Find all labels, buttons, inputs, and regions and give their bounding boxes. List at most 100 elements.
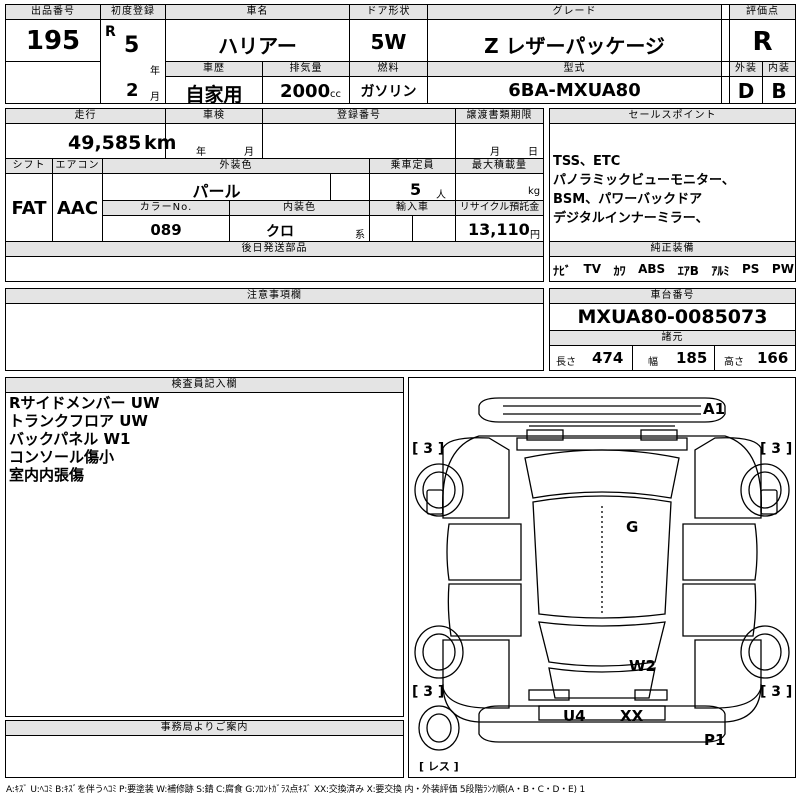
spare-tire-status: [ レス ] bbox=[419, 760, 459, 773]
sales-lines: TSS、ETC パノラミックビューモニター、 BSM、パワーバックドア デジタル… bbox=[553, 152, 793, 228]
equipment-label: 純正装備 bbox=[550, 242, 795, 256]
inspector-label: 検査員記入欄 bbox=[6, 378, 403, 392]
door-label: ドア形状 bbox=[350, 5, 427, 19]
ac-value: AAC bbox=[56, 198, 99, 219]
interior-label: 内装 bbox=[763, 62, 795, 76]
ext-color-value: パール bbox=[192, 182, 241, 201]
displacement: 2000 bbox=[280, 81, 331, 102]
chassis-number: MXUA80-0085073 bbox=[577, 306, 768, 328]
inspector-note: バックパネル W1 bbox=[9, 430, 131, 448]
year-unit: 年 bbox=[150, 66, 160, 77]
name-label: 車名 bbox=[166, 5, 349, 19]
mark-front-bumper: A1 bbox=[703, 400, 726, 418]
damage-legend: A:ｷｽﾞ U:ﾍｺﾐ B:ｷｽﾞを伴うﾍｺﾐ P:要塗装 W:補修跡 S:錆 … bbox=[6, 785, 585, 795]
length-label: 長さ bbox=[556, 357, 576, 368]
info-block bbox=[5, 108, 544, 282]
equip-abs: ABS bbox=[638, 262, 666, 276]
inspection-year-unit: 年 bbox=[196, 147, 206, 158]
width-value: 185 bbox=[676, 349, 708, 367]
inspection-label: 車検 bbox=[166, 109, 262, 123]
car-name: ハリアー bbox=[218, 34, 297, 58]
int-color-value: クロ bbox=[266, 224, 294, 240]
capacity-label: 乗車定員 bbox=[370, 159, 455, 173]
lot-number: 195 bbox=[25, 26, 81, 56]
equip-navi: ﾅﾋﾞ bbox=[553, 264, 572, 278]
length-value: 474 bbox=[592, 349, 624, 367]
int-color-label: 内装色 bbox=[230, 201, 369, 215]
capacity-unit: 人 bbox=[436, 190, 446, 201]
equip-airbag: ｴｱB bbox=[677, 264, 699, 278]
inspection-month-unit: 月 bbox=[244, 147, 254, 158]
mileage-value: 49,585 bbox=[68, 132, 142, 154]
chassis-block bbox=[549, 288, 796, 371]
office-label: 事務局よりご案内 bbox=[6, 721, 403, 735]
office-block bbox=[5, 720, 404, 778]
ac-label: エアコン bbox=[53, 159, 102, 173]
diagram-block bbox=[408, 377, 796, 778]
mark-trunk-xx: XX bbox=[620, 707, 644, 725]
capacity-value: 5 bbox=[410, 180, 422, 199]
recycle-value: 13,110 bbox=[468, 220, 530, 239]
score-label: 評価点 bbox=[730, 5, 795, 19]
mark-rear-glass: W2 bbox=[629, 657, 656, 675]
caution-label: 注意事項欄 bbox=[6, 289, 543, 303]
tire-rear-left: [ 3 ] bbox=[412, 684, 445, 700]
first-reg-label: 初度登録 bbox=[101, 5, 165, 19]
caution-block bbox=[5, 288, 544, 371]
inspector-note: Rサイドメンバー UW bbox=[9, 394, 160, 412]
sales-line: BSM、パワーバックドア bbox=[553, 192, 703, 207]
door-type: 5W bbox=[370, 30, 407, 54]
max-load-unit: kg bbox=[528, 186, 541, 197]
mark-rear-bumper: P1 bbox=[704, 731, 726, 749]
mark-trunk-u4: U4 bbox=[563, 707, 586, 725]
import-label: 輸入車 bbox=[370, 201, 455, 215]
inspector-notes: Rサイドメンバー UW トランクフロア UW バックパネル W1 コンソール傷小… bbox=[9, 394, 160, 484]
recycle-unit: 円 bbox=[530, 230, 540, 241]
equip-pw: PW bbox=[771, 262, 794, 276]
sales-line: パノラミックビューモニター、 bbox=[553, 173, 735, 188]
inspector-note: コンソール傷小 bbox=[9, 448, 115, 466]
plate-label: 登録番号 bbox=[263, 109, 455, 123]
shift-label: シフト bbox=[6, 159, 52, 173]
equip-leather: ｶﾜ bbox=[613, 264, 626, 278]
ext-color-label: 外装色 bbox=[103, 159, 369, 173]
car-history: 自家用 bbox=[185, 84, 243, 106]
sales-block bbox=[549, 108, 796, 282]
int-color-unit: 系 bbox=[355, 230, 365, 241]
transfer-label: 譲渡書類期限 bbox=[456, 109, 543, 123]
shift-value: FAT bbox=[11, 198, 47, 219]
recycle-label: リサイクル預託金 bbox=[456, 201, 543, 215]
lot-label: 出品番号 bbox=[6, 5, 100, 19]
score: R bbox=[752, 27, 773, 57]
car-diagram bbox=[414, 397, 790, 751]
reg-month: 2 bbox=[126, 80, 139, 101]
sales-line: デジタルインナーミラー、 bbox=[553, 211, 709, 226]
interior-grade: B bbox=[771, 79, 787, 103]
history-label: 車歴 bbox=[166, 62, 262, 76]
reg-year: 5 bbox=[124, 33, 140, 58]
inspector-block bbox=[5, 377, 404, 717]
fuel: ガソリン bbox=[360, 84, 417, 100]
mileage-label: 走行 bbox=[6, 109, 165, 123]
month-unit: 月 bbox=[150, 92, 160, 103]
equip-ps: PS bbox=[741, 262, 760, 276]
specs-label: 諸元 bbox=[550, 331, 795, 345]
exterior-grade: D bbox=[737, 79, 755, 103]
tire-front-right: [ 3 ] bbox=[760, 441, 793, 457]
parts-label: 後日発送部品 bbox=[6, 242, 543, 256]
era-mark: R bbox=[105, 24, 116, 40]
mark-roof: G bbox=[626, 518, 639, 536]
equipment-row: ﾅﾋﾞ TV ｶﾜ ABS ｴｱB ｱﾙﾐ PS PW bbox=[553, 262, 794, 279]
fuel-label: 燃料 bbox=[350, 62, 427, 76]
height-label: 高さ bbox=[724, 357, 744, 368]
width-label: 幅 bbox=[648, 357, 658, 368]
transfer-day-unit: 日 bbox=[528, 147, 538, 158]
equip-alloy: ｱﾙﾐ bbox=[711, 264, 730, 278]
inspector-note: 室内内張傷 bbox=[9, 466, 85, 484]
mileage-unit: km bbox=[144, 132, 177, 154]
chassis-label: 車台番号 bbox=[550, 289, 795, 303]
inspector-note: トランクフロア UW bbox=[9, 412, 148, 430]
displacement-label: 排気量 bbox=[263, 62, 349, 76]
displacement-unit: cc bbox=[330, 89, 341, 100]
color-no-label: カラーNo. bbox=[103, 201, 229, 215]
